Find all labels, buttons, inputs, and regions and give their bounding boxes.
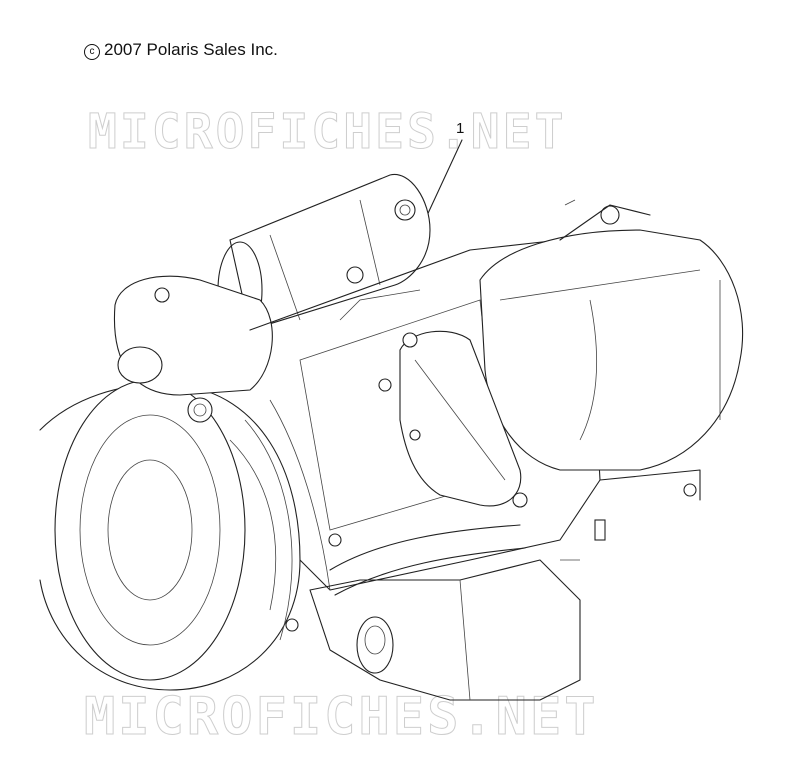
- copyright-text: 2007 Polaris Sales Inc.: [104, 40, 278, 59]
- crankcase-left-lobe: [113, 275, 273, 423]
- callout-label-1: 1: [456, 120, 465, 137]
- flywheel-cover: [39, 379, 301, 691]
- coolant-hoses: [329, 524, 526, 596]
- watermark-bottom: MICROFICHES.NET: [84, 687, 599, 748]
- callout-leader-1: [423, 139, 463, 223]
- cylinder-cover-plate: [399, 330, 528, 508]
- watermark-top: MICROFICHES.NET: [87, 104, 567, 161]
- valve-cover: [479, 205, 744, 497]
- transmission-housing: [285, 519, 606, 701]
- right-mount-bracket: [559, 199, 701, 501]
- copyright-symbol: c: [84, 44, 100, 60]
- starter-motor: [217, 173, 431, 339]
